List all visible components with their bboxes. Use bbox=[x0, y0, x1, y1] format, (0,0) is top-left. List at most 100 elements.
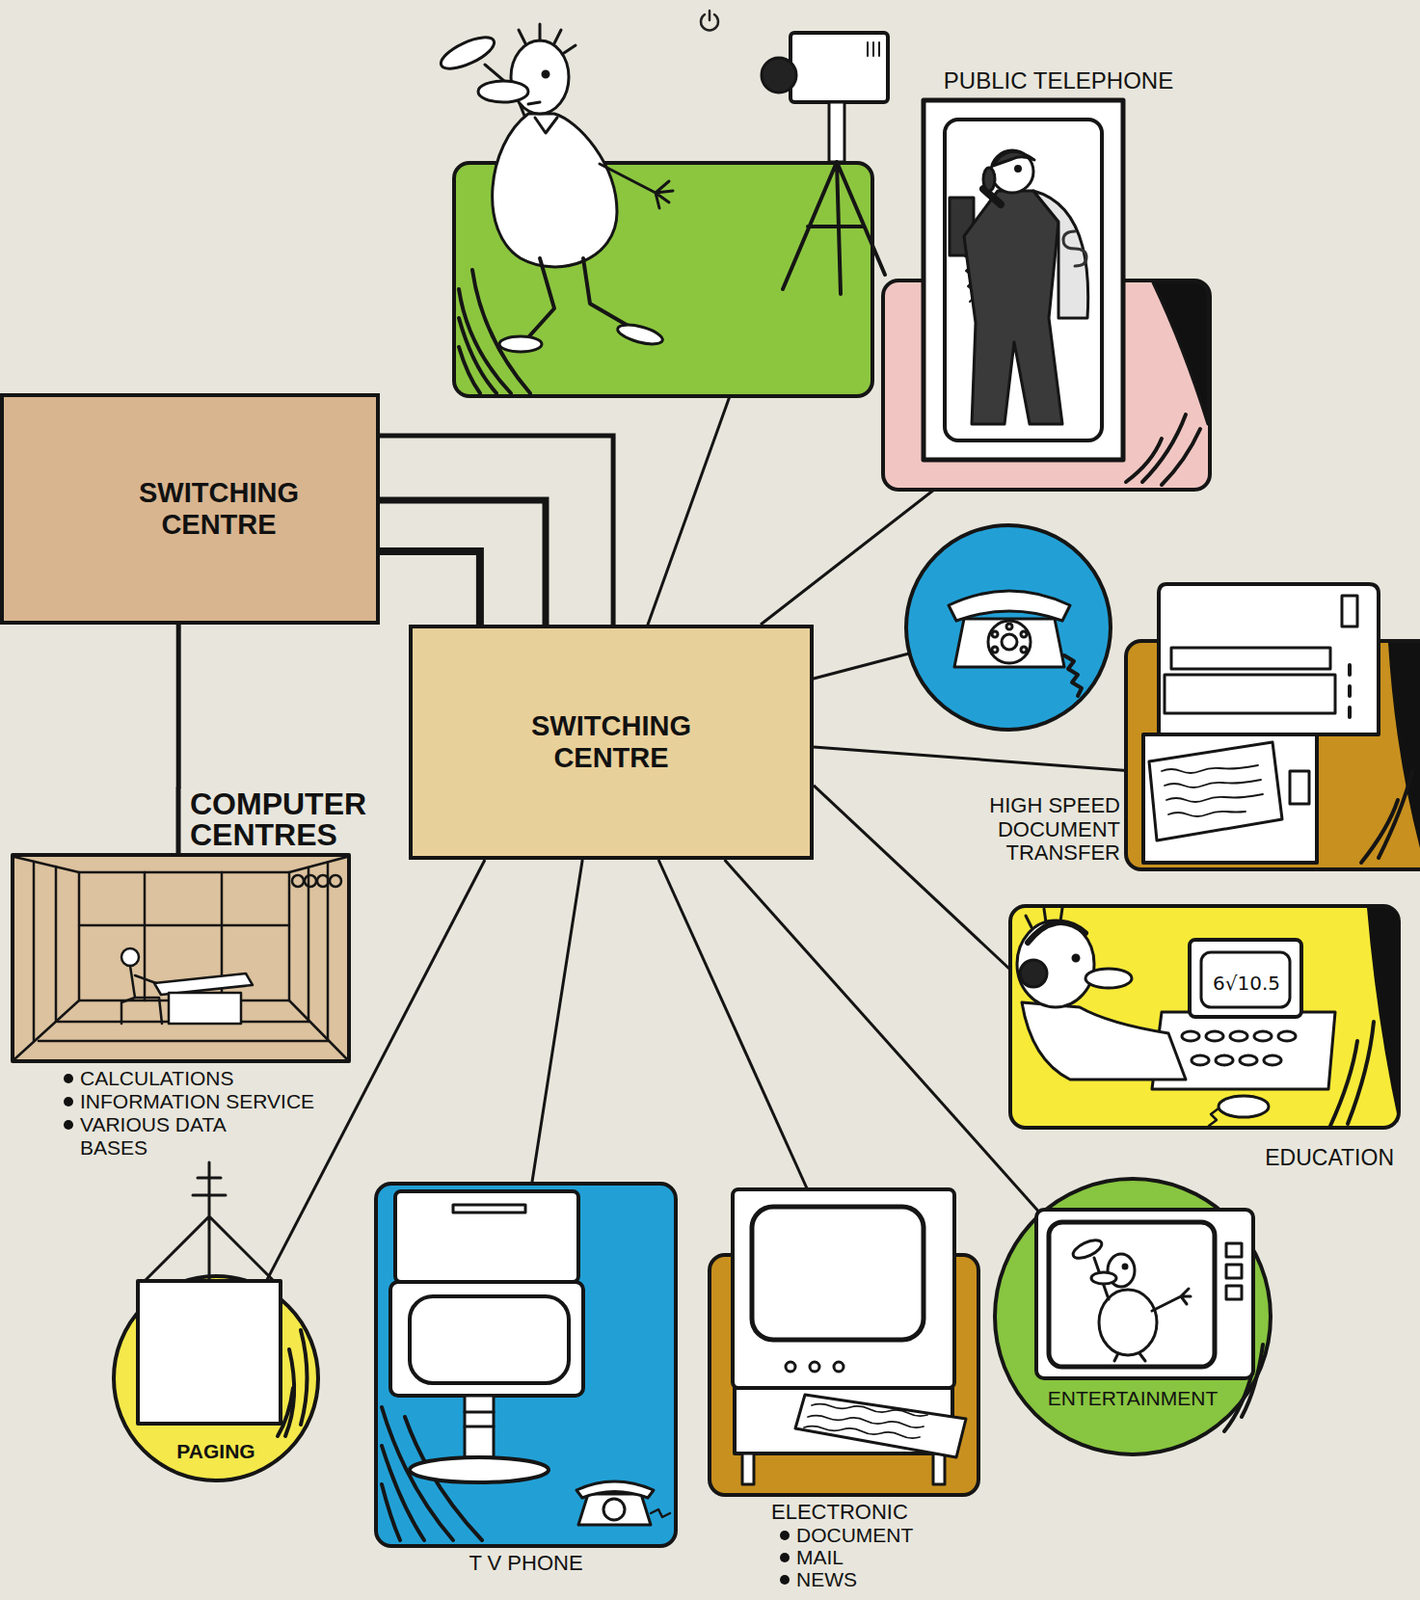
document-transfer-scene-part bbox=[1171, 647, 1331, 670]
computer-centre-room-part bbox=[121, 965, 162, 1024]
entertainment-scene-part bbox=[1226, 1243, 1242, 1258]
panel-label: EDUCATION bbox=[1264, 1145, 1394, 1171]
document-transfer-scene-part bbox=[1361, 771, 1413, 863]
education-scene-part bbox=[1010, 906, 1399, 1128]
electronic-mail-scene-part bbox=[795, 1394, 966, 1458]
document-transfer-scene-part bbox=[1347, 665, 1352, 718]
computer-centre-room bbox=[12, 855, 349, 1062]
entertainment-scene bbox=[994, 1178, 1271, 1455]
education-scene-part bbox=[1027, 922, 1086, 943]
public-telephone-scene-part bbox=[923, 100, 1124, 460]
document-transfer-scene-part bbox=[1341, 595, 1358, 627]
education-scene-part bbox=[1021, 1002, 1186, 1080]
electronic-mail-scene-part bbox=[742, 1453, 754, 1485]
computer-centre-room-part bbox=[33, 861, 328, 1042]
public-telephone-scene-part bbox=[1063, 231, 1087, 267]
tv-phone-scene-part bbox=[409, 1296, 569, 1384]
wire-lines-part bbox=[176, 788, 182, 856]
computer-centre-room-part bbox=[317, 875, 329, 887]
paging-scene-part bbox=[113, 1276, 319, 1481]
education-scene-part bbox=[1215, 1055, 1233, 1066]
screen-formula: 6√10.5 bbox=[1212, 972, 1281, 995]
education-scene-part bbox=[1278, 1031, 1296, 1042]
education-scene-part bbox=[1181, 1031, 1200, 1042]
service-circle: ENTERTAINMENT bbox=[994, 1178, 1271, 1455]
connector-line bbox=[532, 859, 584, 1184]
tv-phone-scene-part bbox=[464, 1412, 494, 1427]
education-scene-part bbox=[1263, 1055, 1282, 1066]
camera-scene-part bbox=[478, 80, 529, 103]
service-panel: EDUCATION bbox=[1010, 906, 1408, 1179]
wire-lines-part bbox=[813, 653, 910, 679]
telephone-circle-part bbox=[1006, 623, 1013, 630]
document-transfer-scene-part bbox=[1149, 742, 1283, 841]
public-telephone-panel: PUBLIC TELEPHONE bbox=[883, 63, 1211, 490]
camera-scene-part bbox=[458, 269, 531, 394]
document-transfer-scene-part bbox=[1143, 734, 1317, 863]
box-title: SWITCHING CENTRE bbox=[107, 477, 330, 542]
education-scene-part bbox=[1208, 1108, 1219, 1126]
education-scene-part bbox=[1085, 968, 1132, 989]
computer-centre-room-part bbox=[14, 857, 348, 1060]
telephone-circle-part bbox=[1001, 634, 1018, 650]
camera-scene-part bbox=[535, 117, 558, 134]
switching-centre-box: SWITCHING CENTRE bbox=[0, 393, 380, 625]
tv-phone-scene-part bbox=[395, 1191, 579, 1283]
entertainment-scene-part bbox=[1071, 1236, 1105, 1262]
telephone-circle-part bbox=[991, 646, 998, 653]
power-mark bbox=[700, 10, 719, 30]
bullet-item: NEWS bbox=[796, 1568, 858, 1591]
bullet-item: CALCULATIONS bbox=[80, 1067, 234, 1091]
tv-phone-scene-part bbox=[390, 1282, 584, 1396]
public-telephone-scene-part bbox=[1152, 282, 1208, 425]
box-title: SWITCHING CENTRE bbox=[500, 710, 723, 776]
service-panel: HIGH SPEED DOCUMENT TRANSFER bbox=[949, 771, 1420, 870]
telephone-circle-part bbox=[948, 590, 1071, 621]
computer-centre-room-part bbox=[168, 992, 242, 1024]
connector-line bbox=[724, 859, 1042, 1214]
camera-scene-part bbox=[616, 321, 666, 349]
service-panel: T V PHONE bbox=[375, 1183, 676, 1581]
education-scene-part bbox=[1254, 1031, 1272, 1042]
public-telephone-scene-part bbox=[964, 190, 1063, 425]
document-transfer-scene-part bbox=[1289, 771, 1310, 804]
public-telephone-scene bbox=[883, 100, 1210, 490]
telephone-circle-part bbox=[991, 631, 998, 638]
tv-phone-scene bbox=[375, 1183, 676, 1547]
bullet-item: DOCUMENT bbox=[796, 1524, 913, 1547]
entertainment-scene-part bbox=[1123, 1264, 1127, 1269]
public-telephone-scene-part bbox=[983, 167, 995, 191]
electronic-mail-scene-part bbox=[833, 1362, 844, 1372]
computer-centre-room-part bbox=[292, 875, 304, 887]
education-scene-part bbox=[1218, 1096, 1269, 1118]
panel-label: T V PHONE bbox=[468, 1551, 583, 1576]
bullet-item: MAIL bbox=[796, 1546, 844, 1569]
electronic-mail-scene-part bbox=[785, 1362, 796, 1372]
paging-scene bbox=[113, 1162, 319, 1481]
panel-heading: ELECTRONIC bbox=[771, 1500, 909, 1525]
switching-centre-box: SWITCHING CENTRE bbox=[408, 624, 814, 860]
panel-label: HIGH SPEED DOCUMENT TRANSFER bbox=[949, 794, 1121, 865]
education-scene-part bbox=[1366, 908, 1399, 1124]
education-scene-part bbox=[1072, 955, 1079, 962]
education-scene-part bbox=[1189, 939, 1302, 1018]
education-scene-part bbox=[1239, 1055, 1258, 1066]
entertainment-scene-part bbox=[1114, 1353, 1146, 1362]
entertainment-scene-part bbox=[1048, 1222, 1215, 1367]
entertainment-scene-part bbox=[994, 1178, 1271, 1455]
screen-formula-holder: 6√10.5 bbox=[1205, 967, 1288, 999]
public-telephone-scene-part bbox=[1016, 166, 1021, 172]
tv-phone-scene-part bbox=[650, 1509, 670, 1518]
connector-line bbox=[813, 747, 1133, 772]
connector-line bbox=[176, 624, 182, 789]
public-telephone-scene-part bbox=[944, 119, 1102, 441]
computer-centre-room-part bbox=[154, 973, 253, 995]
education-scene-part bbox=[1201, 952, 1290, 1008]
telephone-circle bbox=[906, 525, 1111, 730]
connector-line bbox=[379, 435, 614, 625]
public-telephone-scene-part bbox=[1125, 414, 1201, 485]
public-telephone-scene-part bbox=[991, 150, 1034, 193]
electronic-mail-scene-part bbox=[751, 1206, 924, 1340]
camera-scene-part bbox=[867, 42, 880, 56]
